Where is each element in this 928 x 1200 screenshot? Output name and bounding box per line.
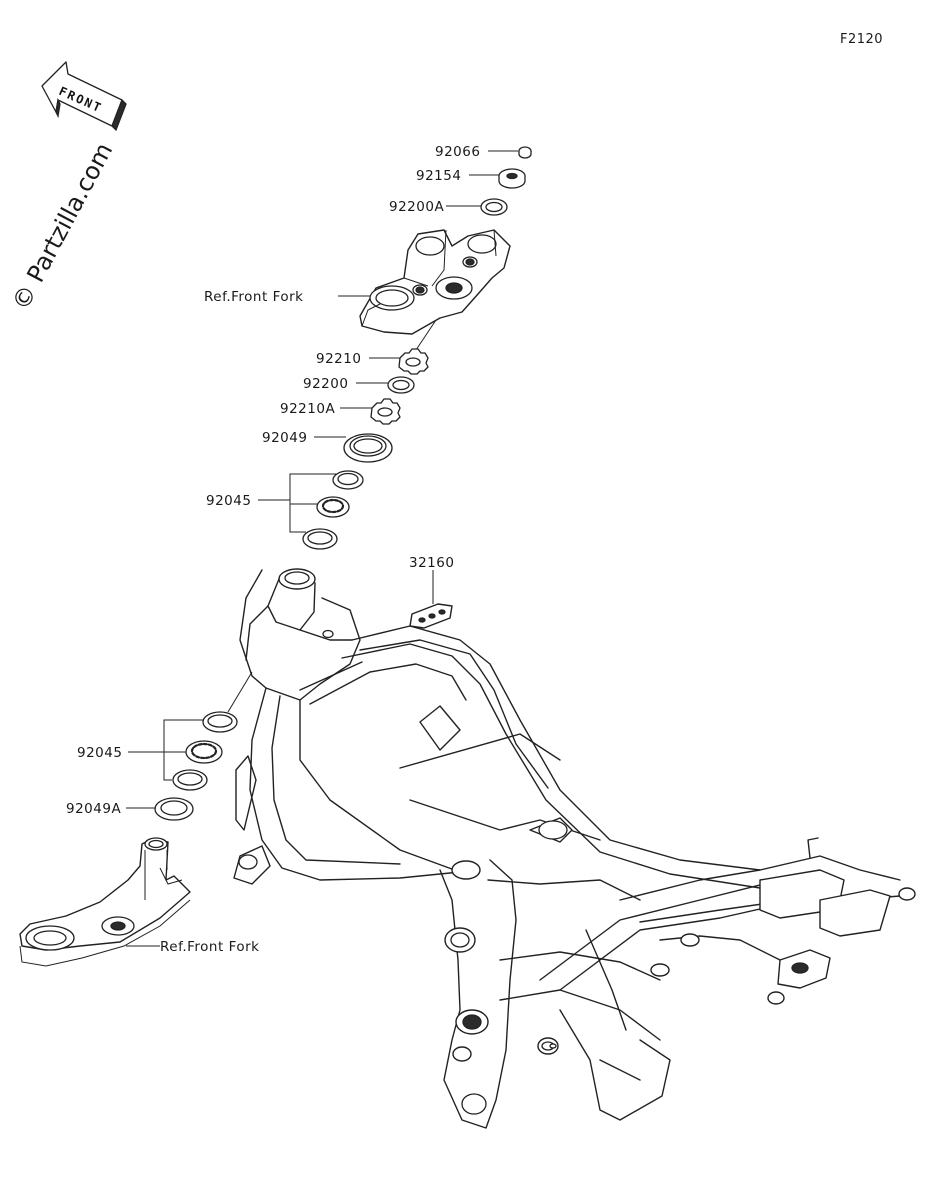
lower-triple-clamp-part — [19, 837, 191, 967]
callout-ref-front-fork-top: Ref.Front Fork — [204, 289, 304, 305]
figure-code: F2120 — [840, 32, 883, 47]
locknut-92210-part — [398, 348, 429, 375]
callout-92066: 92066 — [435, 144, 480, 160]
bearing-92045-lower-part — [172, 711, 238, 791]
bearing-92045-upper-part — [302, 470, 364, 550]
locknut-92210a-part — [370, 398, 401, 425]
cap-92066-part — [518, 146, 532, 159]
leader-lines — [126, 150, 518, 947]
watermark-text: © Partzilla.com — [7, 138, 119, 315]
callout-92210: 92210 — [316, 351, 361, 367]
motorcycle-frame-part — [233, 568, 916, 1129]
callout-92200: 92200 — [303, 376, 348, 392]
callout-92210a: 92210A — [280, 401, 335, 417]
callout-92154: 92154 — [416, 168, 461, 184]
callout-92200a: 92200A — [389, 199, 444, 215]
washer-92200-part — [387, 376, 415, 394]
stem-nut-92154-part — [498, 168, 526, 189]
front-direction-arrow-icon: FRONT — [41, 61, 127, 132]
callout-92049a: 92049A — [66, 801, 121, 817]
oil-seal-92049a-part — [154, 797, 194, 821]
upper-triple-clamp-part — [359, 229, 511, 351]
callout-92045-top: 92045 — [206, 493, 251, 509]
callout-92045-bottom: 92045 — [77, 745, 122, 761]
callout-ref-front-fork-bottom: Ref.Front Fork — [160, 939, 260, 955]
oil-seal-92049-part — [343, 433, 393, 463]
callout-92049: 92049 — [262, 430, 307, 446]
callout-32160: 32160 — [409, 555, 454, 571]
washer-92200a-part — [480, 198, 508, 216]
